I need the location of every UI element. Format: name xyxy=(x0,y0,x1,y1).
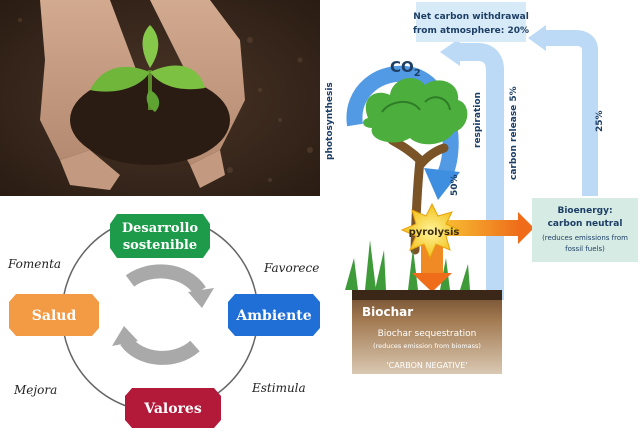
label-estimula: Estimula xyxy=(251,381,306,395)
label-mejora: Mejora xyxy=(13,383,57,397)
pyrolysis-to-bioenergy-arrow xyxy=(440,212,534,244)
node-top-line2: sostenible xyxy=(123,238,197,253)
biochar-soil-block xyxy=(352,290,502,374)
soil-mound xyxy=(70,75,230,165)
bioenergy-line2: carbon neutral xyxy=(548,219,623,229)
node-bottom xyxy=(125,388,221,428)
respiration-arrow xyxy=(440,38,504,300)
node-right-label: Ambiente xyxy=(235,308,311,324)
seedling xyxy=(90,25,205,112)
bioenergy-line3: (reduces emissions from xyxy=(542,234,628,242)
label-favorece: Favorece xyxy=(263,261,319,275)
percent-50-label: 50% xyxy=(450,174,460,196)
biochar-topsoil-layer xyxy=(352,290,502,300)
biochar-seq-line2: (reduces emission from biomass) xyxy=(373,342,481,350)
pyrolysis-to-biochar-arrow xyxy=(412,245,452,292)
net-carbon-box xyxy=(416,2,526,42)
biochar-seq-line1: Biochar sequestration xyxy=(378,329,477,339)
node-left xyxy=(9,294,99,336)
photosynthesis-arrow xyxy=(346,65,460,200)
respiration-label: respiration xyxy=(473,92,483,148)
grass xyxy=(345,240,470,290)
biochar-title: Biochar xyxy=(362,305,413,319)
label-fomenta: Fomenta xyxy=(7,257,61,271)
seedling-photo xyxy=(0,0,320,196)
sustainability-cycle: Desarrollo sostenible Salud Ambiente Val… xyxy=(7,214,320,428)
pyrolysis-label: pyrolysis xyxy=(409,227,460,238)
photosynthesis-label: photosynthesis xyxy=(325,82,335,160)
carbon-negative-label: 'CARBON NEGATIVE' xyxy=(386,361,467,370)
net-carbon-line1: Net carbon withdrawal xyxy=(413,12,529,22)
bioenergy-return-arrow xyxy=(528,25,598,196)
cycle-arrow-lower xyxy=(112,326,200,365)
soil-texture xyxy=(18,18,313,182)
node-left-label: Salud xyxy=(32,308,77,324)
carbon-release-label: carbon release 5% xyxy=(509,86,519,180)
node-top xyxy=(110,214,210,258)
pyrolysis-burst xyxy=(400,202,462,260)
co2-label: CO2 xyxy=(390,58,421,79)
bioenergy-line1: Bioenergy: xyxy=(557,206,612,216)
percent-25-label: 25% xyxy=(595,110,605,132)
node-top-line1: Desarrollo xyxy=(122,221,199,236)
biochar-carbon-diagram: Net carbon withdrawal from atmosphere: 2… xyxy=(325,2,638,374)
net-carbon-line2: from atmosphere: 20% xyxy=(413,26,529,36)
bioenergy-line4: fossil fuels) xyxy=(565,245,605,253)
bioenergy-box xyxy=(532,198,638,262)
node-bottom-label: Valores xyxy=(143,401,202,417)
node-right xyxy=(228,294,320,336)
cycle-arrow-upper xyxy=(125,264,214,308)
